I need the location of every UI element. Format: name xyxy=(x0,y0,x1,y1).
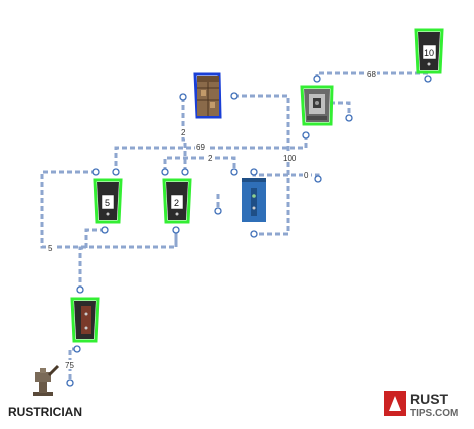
rust-tips-logo: RUST TIPS.COM xyxy=(384,391,458,419)
crate-transformer[interactable] xyxy=(193,72,222,119)
port-node[interactable] xyxy=(73,345,81,353)
port-node[interactable] xyxy=(179,93,187,101)
port-node[interactable] xyxy=(92,168,100,176)
wires xyxy=(40,71,430,383)
port-node[interactable] xyxy=(66,379,74,387)
rust-tips-logo-line2: TIPS.COM xyxy=(410,408,458,419)
wire-crate-to-100 xyxy=(234,94,290,236)
port-node[interactable] xyxy=(424,75,432,83)
port-node[interactable] xyxy=(250,168,258,176)
battery-5[interactable]: 5 xyxy=(93,178,123,224)
wire-label-100: 100 xyxy=(283,154,297,163)
port-node[interactable] xyxy=(161,168,169,176)
battery-5-label: 5 xyxy=(105,198,110,208)
wire-switch-to-battery5 xyxy=(114,135,308,172)
port-node[interactable] xyxy=(302,131,310,139)
port-node[interactable] xyxy=(172,226,180,234)
port-node[interactable] xyxy=(230,92,238,100)
electrical-switch-box[interactable] xyxy=(300,85,334,126)
port-node[interactable] xyxy=(313,75,321,83)
port-node[interactable] xyxy=(250,230,258,238)
wire-label-2-mid: 2 xyxy=(208,154,213,163)
wire-labels: 68 2 69 2 100 0 5 75 xyxy=(47,69,377,370)
rustrician-logo-text: RUSTRICIAN xyxy=(8,405,82,419)
wire-label-68: 68 xyxy=(367,70,376,79)
battery-10-label: 10 xyxy=(424,48,434,58)
port-node[interactable] xyxy=(181,168,189,176)
rust-tips-logo-line1: RUST xyxy=(410,391,449,407)
wire-battery2-branch xyxy=(163,156,236,172)
port-node[interactable] xyxy=(76,286,84,294)
port-node[interactable] xyxy=(314,175,322,183)
battery-2-label: 2 xyxy=(174,198,179,208)
wire-label-0: 0 xyxy=(304,171,309,180)
rustrician-logo: RUSTRICIAN xyxy=(8,405,82,419)
port-node[interactable] xyxy=(214,207,222,215)
ports xyxy=(66,75,432,387)
port-node[interactable] xyxy=(101,226,109,234)
wire-label-69: 69 xyxy=(196,143,205,152)
wire-battery5-to-lower xyxy=(78,228,105,290)
wire-label-75: 75 xyxy=(65,361,74,370)
port-node[interactable] xyxy=(230,168,238,176)
battery-10[interactable]: 10 xyxy=(414,28,444,74)
wire-label-2-top: 2 xyxy=(181,128,186,137)
auto-turret[interactable] xyxy=(33,364,60,396)
large-battery-blue[interactable] xyxy=(242,178,266,222)
wire-switch-to-right-port xyxy=(330,101,351,118)
wire-label-5: 5 xyxy=(48,244,53,253)
port-node[interactable] xyxy=(345,114,353,122)
wire-crate-to-battery2 xyxy=(181,97,187,172)
battery-lower[interactable] xyxy=(70,297,100,343)
battery-2[interactable]: 2 xyxy=(162,178,192,224)
port-node[interactable] xyxy=(112,168,120,176)
